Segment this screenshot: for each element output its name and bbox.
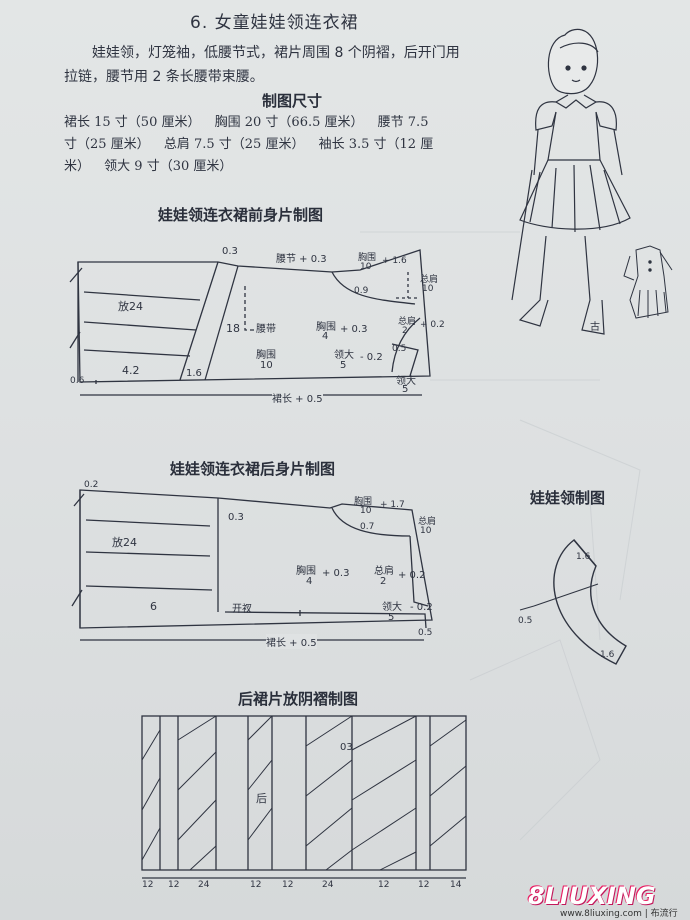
front-piece-heading: 娃娃领连衣裙前身片制图: [158, 206, 324, 224]
back-label-chest4-den: 4: [306, 576, 313, 587]
front-label-chest-top: 胸围: [358, 253, 377, 263]
pleat-bottom-4: 12: [282, 880, 294, 890]
front-label-shoulder-total: 总肩: [420, 275, 439, 285]
spec-chest: 胸围 20 寸（66.5 厘米）: [214, 115, 364, 130]
pleat-bottom-2: 24: [198, 880, 210, 890]
pleat-label-03: 03: [340, 742, 353, 753]
back-label-plus17: + 1.7: [380, 500, 405, 510]
pleat-bottom-0: 12: [142, 880, 154, 890]
front-label-chest10-den: 10: [260, 360, 273, 371]
front-label-length: 裙长 + 0.5: [272, 390, 323, 405]
bleed-through: [360, 231, 641, 841]
pleat-bottom-3: 12: [250, 880, 262, 890]
back-label-chest-top: 胸围: [354, 497, 373, 507]
measurement-specs: 裙长 15 寸（50 厘米） 胸围 20 寸（66.5 厘米） 腰节 7.5 寸…: [64, 112, 504, 178]
collar-label-16b: 1.6: [600, 650, 615, 660]
page-title: 6. 女童娃娃领连衣裙: [190, 13, 359, 33]
spec-waist: 腰节 7.5: [377, 115, 429, 130]
front-label-collar: 领大: [334, 350, 354, 361]
spec-shoulder: 总肩 7.5 寸（25 厘米）: [163, 137, 305, 152]
front-label-05: 0.5: [392, 344, 407, 354]
front-label-collar-den: 5: [340, 360, 347, 371]
back-label-6: 6: [150, 600, 157, 613]
front-label-18: 18: [226, 322, 240, 335]
pleat-bottom-1: 12: [168, 880, 180, 890]
back-label-shoulder-total: 总肩: [418, 517, 437, 527]
back-label-plus02: + 0.2: [398, 570, 426, 581]
collar-label-16a: 1.6: [576, 552, 591, 562]
back-label-05: 0.5: [418, 628, 433, 638]
pleat-center-label: 后: [256, 792, 267, 805]
front-label-fang24: 放24: [118, 300, 143, 313]
small-dress-illustration: [623, 245, 673, 319]
collar-drawing: [519, 539, 627, 665]
back-label-chest-top-den: 10: [360, 506, 372, 516]
girl-illustration: 古: [511, 28, 631, 335]
front-label-chest-top-den: 10: [360, 262, 372, 272]
back-label-shoulder-total-den: 10: [420, 526, 432, 536]
front-label-42: 4.2: [122, 364, 140, 377]
front-label-shoulder-total-den: 10: [422, 284, 434, 294]
site-logo-watermark: 8LIUXING: [528, 882, 656, 910]
front-label-shoulder2-den: 2: [402, 326, 408, 336]
back-label-chest4: 胸围: [296, 566, 316, 577]
back-label-shoulder2: 总肩: [374, 566, 394, 577]
front-label-16: 1.6: [186, 368, 202, 379]
back-label-fang24: 放24: [112, 536, 137, 549]
back-label-03: 0.3: [228, 512, 244, 523]
back-label-slit: 开衩: [232, 604, 252, 615]
spec-length: 裙长 15 寸（50 厘米）: [64, 115, 201, 130]
back-label-collar-den: 5: [388, 612, 395, 623]
back-label-02: 0.2: [84, 480, 99, 490]
front-label-09: 0.9: [354, 286, 369, 296]
spec-waist-cont: 寸（25 厘米）: [64, 137, 150, 152]
collar-label-05: 0.5: [518, 616, 533, 626]
spec-sleeve: 袖长 3.5 寸（12 厘: [318, 137, 434, 152]
back-label-shoulder2-den: 2: [380, 576, 387, 587]
back-piece-heading: 娃娃领连衣裙后身片制图: [170, 460, 336, 478]
measurements-heading: 制图尺寸: [262, 92, 323, 110]
site-url-watermark: www.8liuxing.com | 布流行: [560, 909, 678, 919]
back-label-length: 裙长 + 0.5: [266, 634, 317, 649]
front-label-collar-b: 领大: [396, 376, 416, 387]
back-piece-drawing: [71, 489, 433, 641]
collar-heading: 娃娃领制图: [530, 489, 606, 507]
intro-text-line-1: 娃娃领，灯笼袖，低腰节式，裙片周围 8 个阴褶，后开门用: [92, 45, 460, 61]
intro-text-line-2: 拉链，腰节用 2 条长腰带束腰。: [64, 69, 264, 85]
front-piece-drawing: [69, 249, 431, 396]
front-label-minus02: - 0.2: [360, 352, 383, 363]
front-label-belt: 腰带: [256, 324, 276, 335]
front-label-collar-b-den: 5: [402, 384, 409, 395]
front-label-chest4: 胸围: [316, 322, 336, 333]
front-label-plus03: + 0.3: [340, 324, 368, 335]
spec-sleeve-cont: 米）: [64, 159, 91, 174]
front-label-03: 0.3: [222, 246, 238, 257]
pleat-heading: 后裙片放阴褶制图: [238, 690, 359, 708]
pleat-bottom-6: 12: [378, 880, 390, 890]
front-label-chest4-den: 4: [322, 331, 329, 342]
pleat-bottom-8: 14: [450, 880, 462, 890]
pleat-bottom-7: 12: [418, 880, 430, 890]
spec-collar: 领大 9 寸（30 厘米）: [104, 159, 233, 174]
svg-text:古: 古: [590, 320, 600, 333]
front-label-plus02: + 0.2: [420, 320, 445, 330]
front-label-shoulder2: 总肩: [398, 317, 417, 327]
back-label-plus03: + 0.3: [322, 568, 350, 579]
back-label-collar: 领大: [382, 602, 402, 613]
back-label-minus02: - 0.2: [410, 602, 433, 613]
front-label-chest10: 胸围: [256, 350, 276, 361]
front-label-06: 0.6: [70, 376, 85, 386]
back-label-07: 0.7: [360, 522, 375, 532]
pleat-bottom-5: 24: [322, 880, 334, 890]
pleat-drawing: [141, 715, 467, 879]
front-label-plus16: + 1.6: [382, 256, 407, 266]
front-label-waist: 腰节 + 0.3: [276, 254, 327, 265]
